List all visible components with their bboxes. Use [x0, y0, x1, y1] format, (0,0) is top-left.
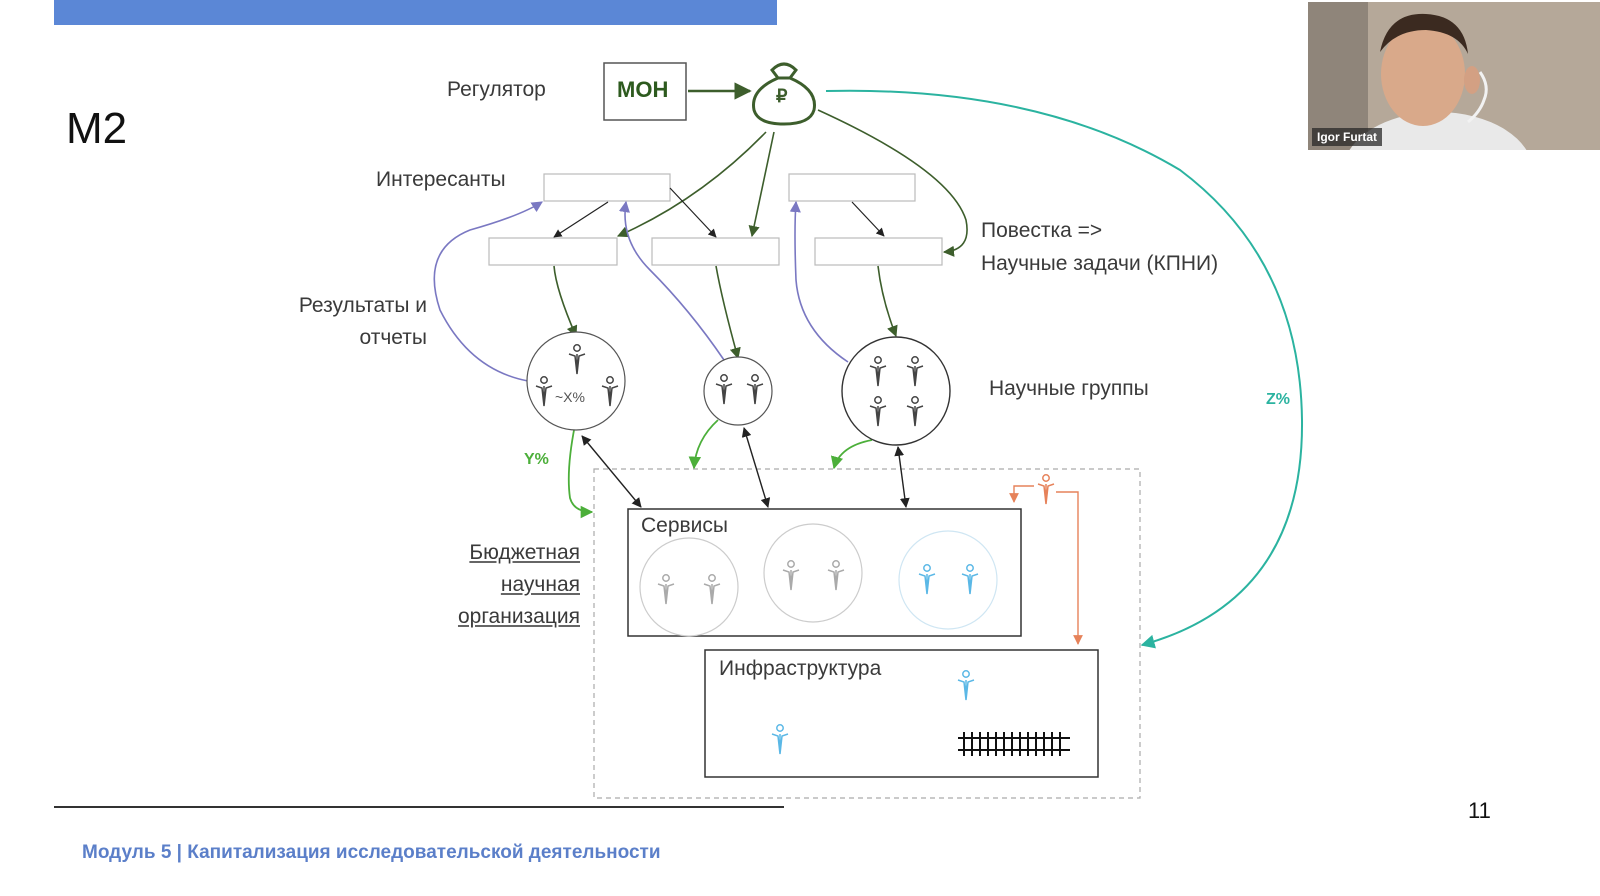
- infrastructure-box: [704, 649, 1099, 778]
- arrow-group1-services: [581, 435, 642, 508]
- service-unit-3: [898, 530, 998, 630]
- arrow-group2-services: [741, 427, 771, 508]
- arrow-money-to-task1: [616, 131, 767, 238]
- infrastructure-label: Инфраструктура: [719, 657, 882, 680]
- webcam-video-tile[interactable]: Igor Furtat: [1308, 2, 1600, 150]
- arrow-stake2-to-task3: [851, 201, 885, 237]
- mon-label: МОН: [617, 77, 669, 102]
- arrow-money-to-task3: [817, 109, 968, 257]
- regulator-label: Регулятор: [447, 78, 546, 101]
- z-percent-label: Z%: [1266, 391, 1290, 408]
- arrow-group2-to-org: [688, 419, 719, 470]
- arrow-staff-loop-left: [1009, 485, 1034, 503]
- equipment-icon: [958, 732, 1070, 756]
- results-label-line2: отчеты: [359, 326, 427, 349]
- arrow-group1-to-org: [567, 424, 594, 519]
- staff-person-icon: [1037, 474, 1055, 505]
- budget-org-boundary: [593, 468, 1141, 799]
- x-percent-label: ~X%: [555, 389, 585, 405]
- task-box-1: [488, 237, 618, 266]
- arrow-group3-services: [894, 446, 910, 508]
- arrow-stake1-to-task1: [553, 201, 609, 238]
- slide-top-bar: [54, 0, 777, 25]
- results-label-line1: Результаты и: [298, 294, 427, 317]
- stakeholder-box-1: [543, 173, 671, 202]
- arrow-group3-reports: [789, 200, 849, 363]
- arrow-staff-loop: [1056, 491, 1083, 645]
- arrow-group3-to-org: [830, 439, 873, 470]
- research-group-1: [526, 331, 626, 431]
- arrow-money-to-org-z: [825, 89, 1304, 649]
- task-box-2: [651, 237, 780, 266]
- money-bag-icon: [752, 62, 816, 126]
- stakeholders-label: Интересанты: [376, 168, 506, 191]
- mon-box: [603, 62, 687, 121]
- budget-org-label-line2: научная: [500, 573, 580, 596]
- footer-rule: [54, 806, 784, 808]
- arrow-money-to-task2: [748, 131, 775, 238]
- slide-title: M2: [66, 104, 128, 153]
- budget-org-label-line1: Бюджетная: [469, 541, 580, 564]
- research-group-3: [841, 336, 951, 446]
- arrow-task1-to-group1: [553, 265, 578, 338]
- task-box-3: [814, 237, 943, 266]
- budget-org-label-line3: организация: [457, 605, 580, 628]
- arrow-task2-to-group2: [715, 265, 741, 360]
- services-label: Сервисы: [641, 514, 729, 537]
- ruble-symbol: ₽: [776, 86, 788, 106]
- research-group-2: [703, 356, 773, 426]
- arrow-group2-reports: [618, 200, 725, 361]
- service-unit-2: [763, 523, 863, 623]
- arrow-group1-reports: [433, 201, 543, 382]
- agenda-label: Повестка =>: [981, 219, 1103, 242]
- participant-name-tag: Igor Furtat: [1312, 128, 1382, 146]
- slide-footer: Модуль 5 | Капитализация исследовательск…: [82, 842, 661, 863]
- tasks-label: Научные задачи (КПНИ): [981, 252, 1219, 275]
- page-number: 11: [1468, 798, 1491, 823]
- arrow-task3-to-group3: [877, 265, 898, 338]
- presenter-video: [1308, 2, 1600, 150]
- stakeholder-box-2: [788, 173, 916, 202]
- y-percent-label: Y%: [524, 451, 549, 468]
- arrow-stake1-to-task2: [669, 187, 717, 238]
- service-unit-1: [639, 537, 739, 637]
- groups-label: Научные группы: [989, 377, 1149, 400]
